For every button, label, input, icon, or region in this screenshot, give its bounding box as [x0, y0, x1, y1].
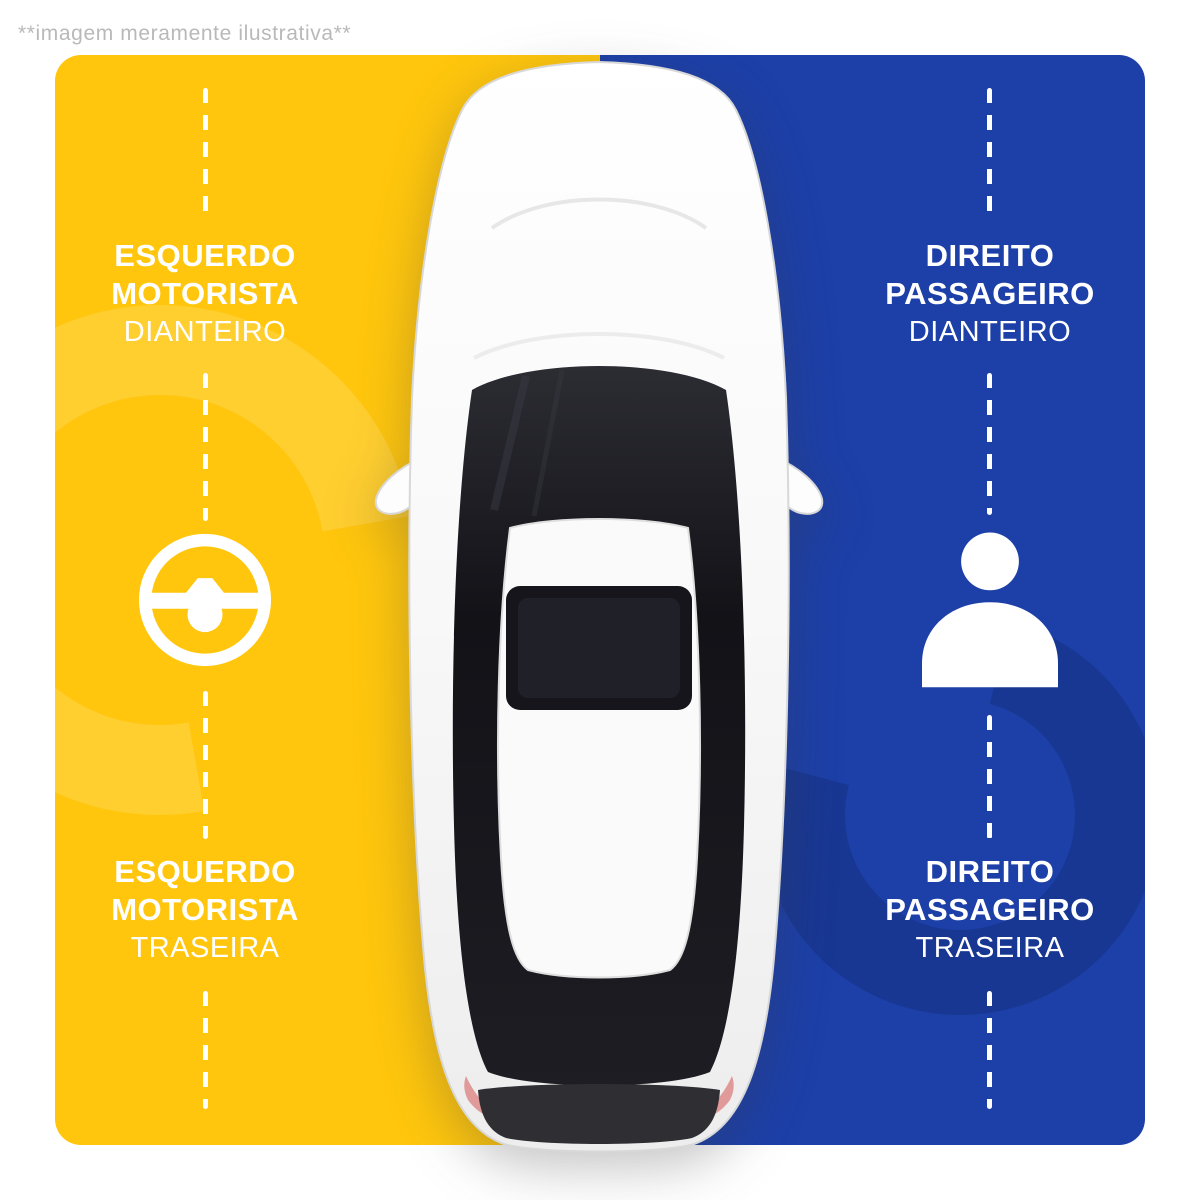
car-top-view-image	[374, 60, 824, 1153]
dashed-line-segment	[987, 373, 992, 515]
dashed-line-segment	[987, 991, 992, 1109]
disclaimer-text: **imagem meramente ilustrativa**	[18, 22, 352, 45]
dashed-line-segment	[203, 991, 208, 1109]
dashed-line-segment	[987, 88, 992, 218]
label-line: DIREITO	[925, 854, 1055, 889]
label-line: MOTORISTA	[111, 892, 299, 927]
label-left-rear: ESQUERDO MOTORISTA TRASEIRA	[55, 853, 355, 967]
label-line: ESQUERDO	[114, 854, 296, 889]
label-line: MOTORISTA	[111, 276, 299, 311]
label-line: TRASEIRA	[915, 932, 1065, 964]
label-line: DIREITO	[925, 238, 1055, 273]
label-left-front: ESQUERDO MOTORISTA DIANTEIRO	[55, 237, 355, 351]
dashed-line-segment	[987, 715, 992, 839]
label-line: PASSAGEIRO	[885, 276, 1095, 311]
label-line: ESQUERDO	[114, 238, 296, 273]
label-line: TRASEIRA	[130, 932, 280, 964]
dashed-line-segment	[203, 373, 208, 521]
label-line: DIANTEIRO	[123, 316, 287, 348]
label-right-rear: DIREITO PASSAGEIRO TRASEIRA	[840, 853, 1140, 967]
label-line: PASSAGEIRO	[885, 892, 1095, 927]
steering-wheel-icon	[132, 527, 278, 673]
label-right-front: DIREITO PASSAGEIRO DIANTEIRO	[840, 237, 1140, 351]
person-icon	[905, 517, 1075, 701]
dashed-line-segment	[203, 691, 208, 839]
label-line: DIANTEIRO	[908, 316, 1072, 348]
dashed-line-segment	[203, 88, 208, 218]
